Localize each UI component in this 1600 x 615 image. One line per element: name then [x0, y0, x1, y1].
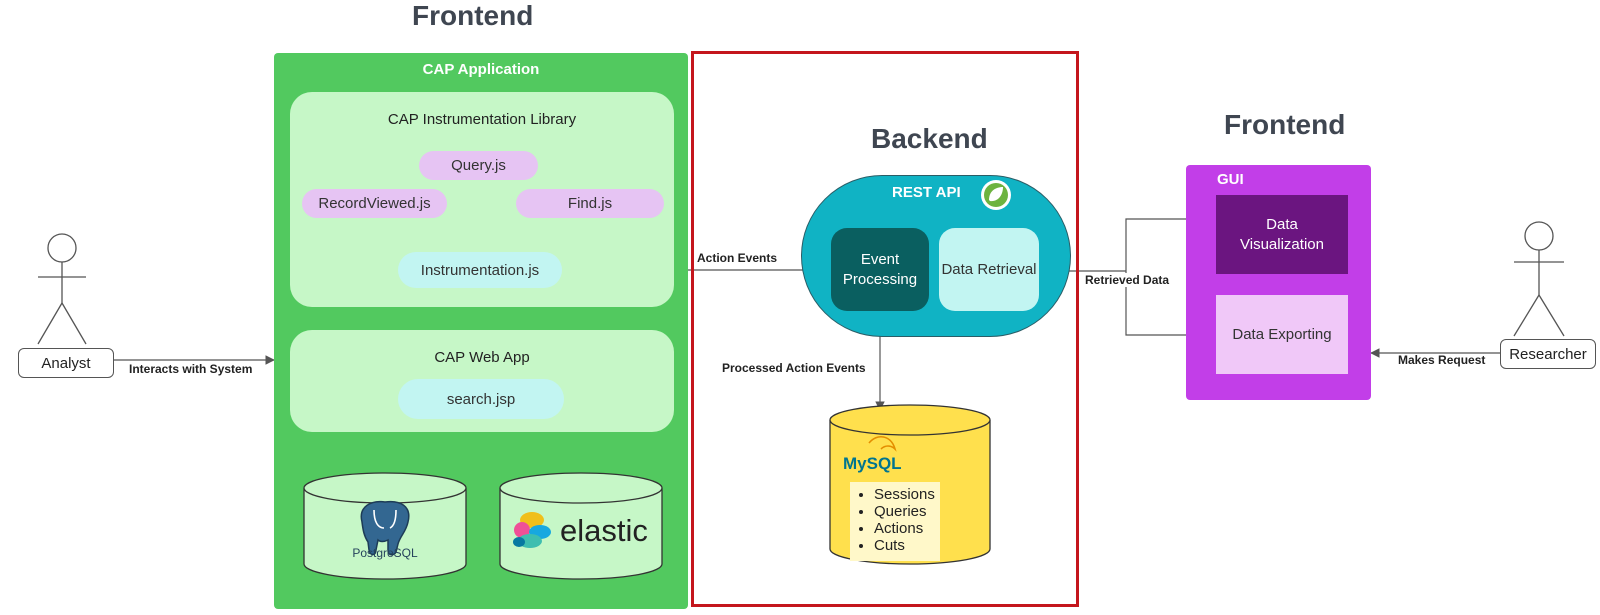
frontend-left-title: Frontend	[412, 0, 534, 31]
action-events-label: Action Events	[697, 251, 778, 265]
analyst-actor: Analyst	[18, 348, 114, 378]
spring-leaf-icon	[981, 180, 1011, 210]
gui-title: GUI	[1217, 171, 1244, 188]
mysql-logo-text: MySQL	[843, 454, 902, 473]
mysql-tables-list: Sessions Queries Actions Cuts	[850, 482, 940, 561]
retrieved-data-label: Retrieved Data	[1085, 273, 1170, 287]
researcher-actor: Researcher	[1500, 339, 1596, 369]
data-exporting-box: Data Exporting	[1216, 295, 1348, 374]
elastic-database: elastic	[499, 472, 663, 580]
cap-web-app-title: CAP Web App	[434, 348, 530, 366]
postgresql-database: PostgreSQL	[303, 472, 467, 580]
mysql-table-item: Sessions	[874, 486, 935, 503]
backend-box	[691, 51, 1079, 607]
record-viewed-js-file: RecordViewed.js	[302, 189, 447, 218]
mysql-table-item: Cuts	[874, 537, 930, 554]
rest-api-title: REST API	[892, 184, 961, 201]
cap-application-title: CAP Application	[422, 60, 540, 78]
processed-action-events-label: Processed Action Events	[722, 361, 866, 375]
postgresql-label: PostgreSQL	[352, 546, 418, 560]
mysql-dolphin-icon	[868, 436, 897, 452]
elastic-label: elastic	[560, 513, 648, 548]
instrumentation-js-file: Instrumentation.js	[398, 252, 562, 288]
mysql-table-item: Actions	[874, 520, 930, 537]
event-processing-box: Event Processing	[831, 228, 929, 311]
backend-title: Backend	[871, 123, 988, 154]
interacts-label: Interacts with System	[129, 362, 253, 376]
data-retrieval-box: Data Retrieval	[939, 228, 1039, 311]
researcher-figure-icon	[1513, 221, 1565, 337]
search-jsp-file: search.jsp	[398, 379, 564, 419]
makes-request-label: Makes Request	[1398, 353, 1486, 367]
elastic-logo-icon	[513, 512, 551, 548]
instrumentation-library-title: CAP Instrumentation Library	[387, 110, 577, 128]
data-visualization-box: Data Visualization	[1216, 195, 1348, 274]
frontend-right-title: Frontend	[1224, 109, 1346, 140]
find-js-file: Find.js	[516, 189, 664, 218]
mysql-table-item: Queries	[874, 503, 930, 520]
analyst-figure-icon	[37, 233, 87, 345]
query-js-file: Query.js	[419, 151, 538, 180]
postgresql-elephant-icon	[360, 500, 410, 556]
